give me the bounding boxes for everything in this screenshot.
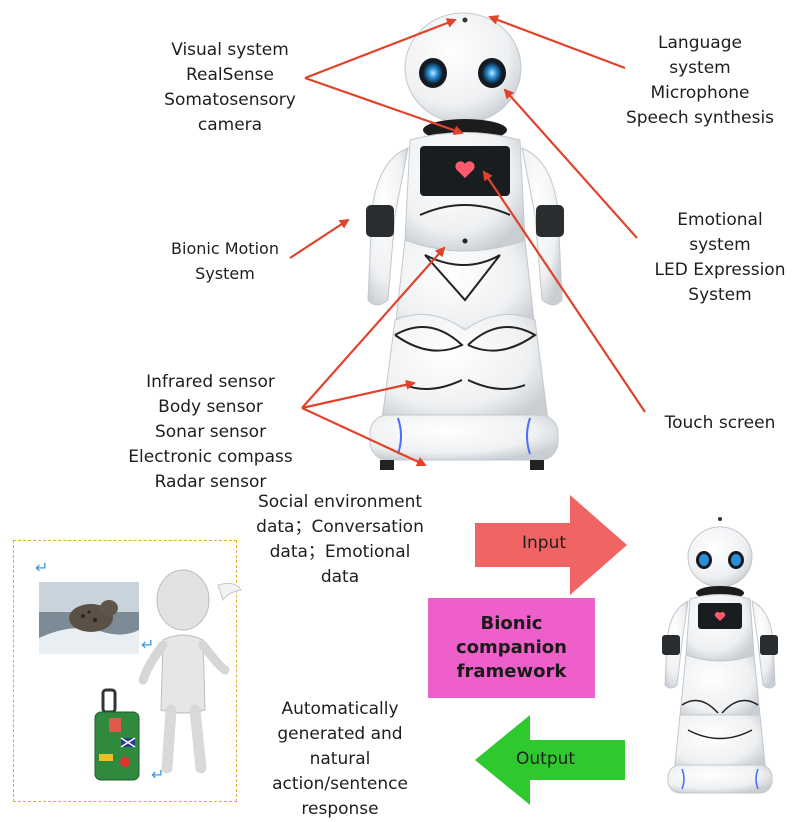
arrow-visual-to-head: [304, 18, 457, 80]
output-arrow: [475, 715, 625, 805]
arrow-bionic-motion: [289, 218, 350, 259]
label-sensors: Infrared sensor Body sensor Sonar sensor…: [128, 372, 293, 492]
label-social-data: Social environment data；Conversation dat…: [256, 492, 424, 587]
arrow-sensor-body: [301, 379, 416, 410]
label-bionic-motion: Bionic Motion System: [171, 239, 279, 283]
robot-head: [404, 12, 522, 124]
context-frame: [13, 540, 237, 802]
arrow-sensor-radar: [301, 407, 427, 467]
return-mark-icon: ↵: [141, 635, 154, 654]
label-emotional-system: Emotional system LED Expression System: [654, 210, 786, 305]
arrow-emotional: [503, 88, 638, 239]
label-visual-system: Visual system RealSense Somatosensory ca…: [164, 40, 296, 135]
context-illustrations: ↵ ↵ ↵: [35, 558, 242, 784]
label-touch-screen: Touch screen: [664, 413, 776, 433]
arrow-language: [488, 15, 626, 70]
person-icon: [138, 569, 242, 774]
label-response: Automatically generated and natural acti…: [272, 699, 408, 819]
input-label: Input: [522, 533, 567, 553]
photo-icon: [39, 582, 139, 654]
return-mark-icon: ↵: [35, 558, 48, 577]
robot-small-illustration: [662, 517, 778, 794]
arrow-visual-to-collar: [304, 76, 464, 136]
bionic-companion-framework-box: Bionic companion framework: [428, 598, 595, 698]
output-label: Output: [516, 749, 576, 769]
input-arrow: [475, 495, 627, 595]
label-language-system: Language system Microphone Speech synthe…: [625, 33, 775, 128]
arrow-touch-screen: [482, 170, 646, 413]
suitcase-icon: [94, 688, 140, 781]
arrow-sensor-infrared: [301, 246, 446, 409]
return-mark-icon: ↵: [151, 765, 164, 784]
